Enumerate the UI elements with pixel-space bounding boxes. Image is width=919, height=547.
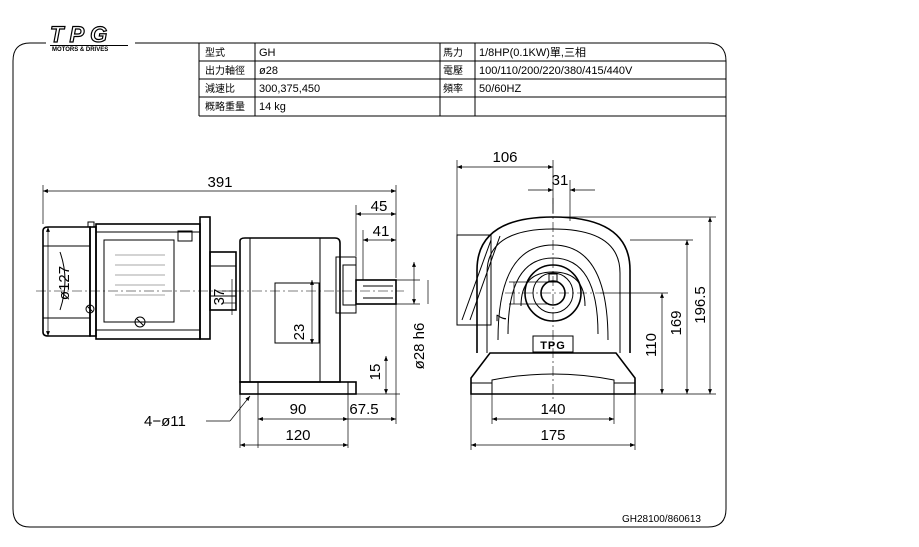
- spec-value-voltage: 100/110/200/220/380/415/440V: [479, 65, 633, 77]
- dim-37: 37: [211, 289, 228, 306]
- spec-table: 型式 GH 馬力 1/8HP(0.1KW)單,三相 出力軸徑 ø28 電壓 10…: [198, 43, 726, 116]
- spec-value-model: GH: [259, 47, 276, 59]
- spec-value-ratio: 300,375,450: [259, 83, 320, 95]
- dim-shaft-length-45: 45: [371, 198, 388, 215]
- spec-value-frequency: 50/60HZ: [479, 83, 521, 95]
- dim-height-196-5: 196.5: [692, 286, 709, 324]
- spec-label-voltage: 電壓: [443, 65, 463, 77]
- spec-label-shaft: 出力軸徑: [205, 64, 245, 77]
- spec-value-weight: 14 kg: [259, 101, 286, 113]
- logo-tagline: MOTORS & DRIVES: [52, 47, 108, 53]
- dim-height-169: 169: [668, 310, 685, 335]
- spec-label-ratio: 減速比: [205, 82, 235, 95]
- spec-label-power: 馬力: [443, 46, 463, 59]
- spec-label-weight: 概略重量: [205, 100, 245, 113]
- dim-height-110: 110: [643, 333, 660, 357]
- drawing-number: GH28100/860613: [622, 514, 701, 525]
- tpg-logo: TPG MOTORS & DRIVES: [49, 21, 128, 53]
- dim-key-7: 7: [493, 314, 509, 322]
- dim-front-106: 106: [492, 149, 517, 166]
- dim-23: 23: [291, 324, 308, 341]
- drawing-frame: [12, 42, 727, 528]
- dim-mounting-holes: 4−ø11: [144, 413, 186, 430]
- side-view: 391 45 41 ø127 37 23 15 ø28 h6: [36, 174, 429, 448]
- gearbox-housing: [239, 237, 357, 383]
- dim-motor-diameter: ø127: [56, 266, 73, 300]
- dim-key-length-41: 41: [373, 223, 390, 240]
- dim-base-175: 175: [540, 427, 565, 444]
- spec-value-power: 1/8HP(0.1KW)單,三相: [479, 46, 586, 59]
- dim-front-31: 31: [552, 172, 569, 189]
- dim-foot-120: 120: [285, 427, 310, 444]
- spec-label-frequency: 頻率: [443, 82, 463, 95]
- output-shaft: [355, 279, 397, 305]
- nameplate-text: TPG: [540, 340, 566, 352]
- front-view: TPG 106 31 7 196.5: [456, 149, 716, 450]
- dim-shaft-diameter: ø28 h6: [411, 323, 428, 370]
- dim-15: 15: [367, 364, 384, 381]
- logo-mark: TPG: [50, 22, 113, 47]
- dim-overall-length: 391: [207, 174, 232, 191]
- spec-label-model: 型式: [205, 46, 225, 59]
- dim-base-140: 140: [540, 401, 565, 418]
- dim-foot-67-5: 67.5: [349, 401, 378, 418]
- spec-value-shaft: ø28: [259, 65, 278, 77]
- base-foot: [239, 381, 357, 395]
- motor-flange: [199, 216, 237, 340]
- dim-foot-90: 90: [290, 401, 307, 418]
